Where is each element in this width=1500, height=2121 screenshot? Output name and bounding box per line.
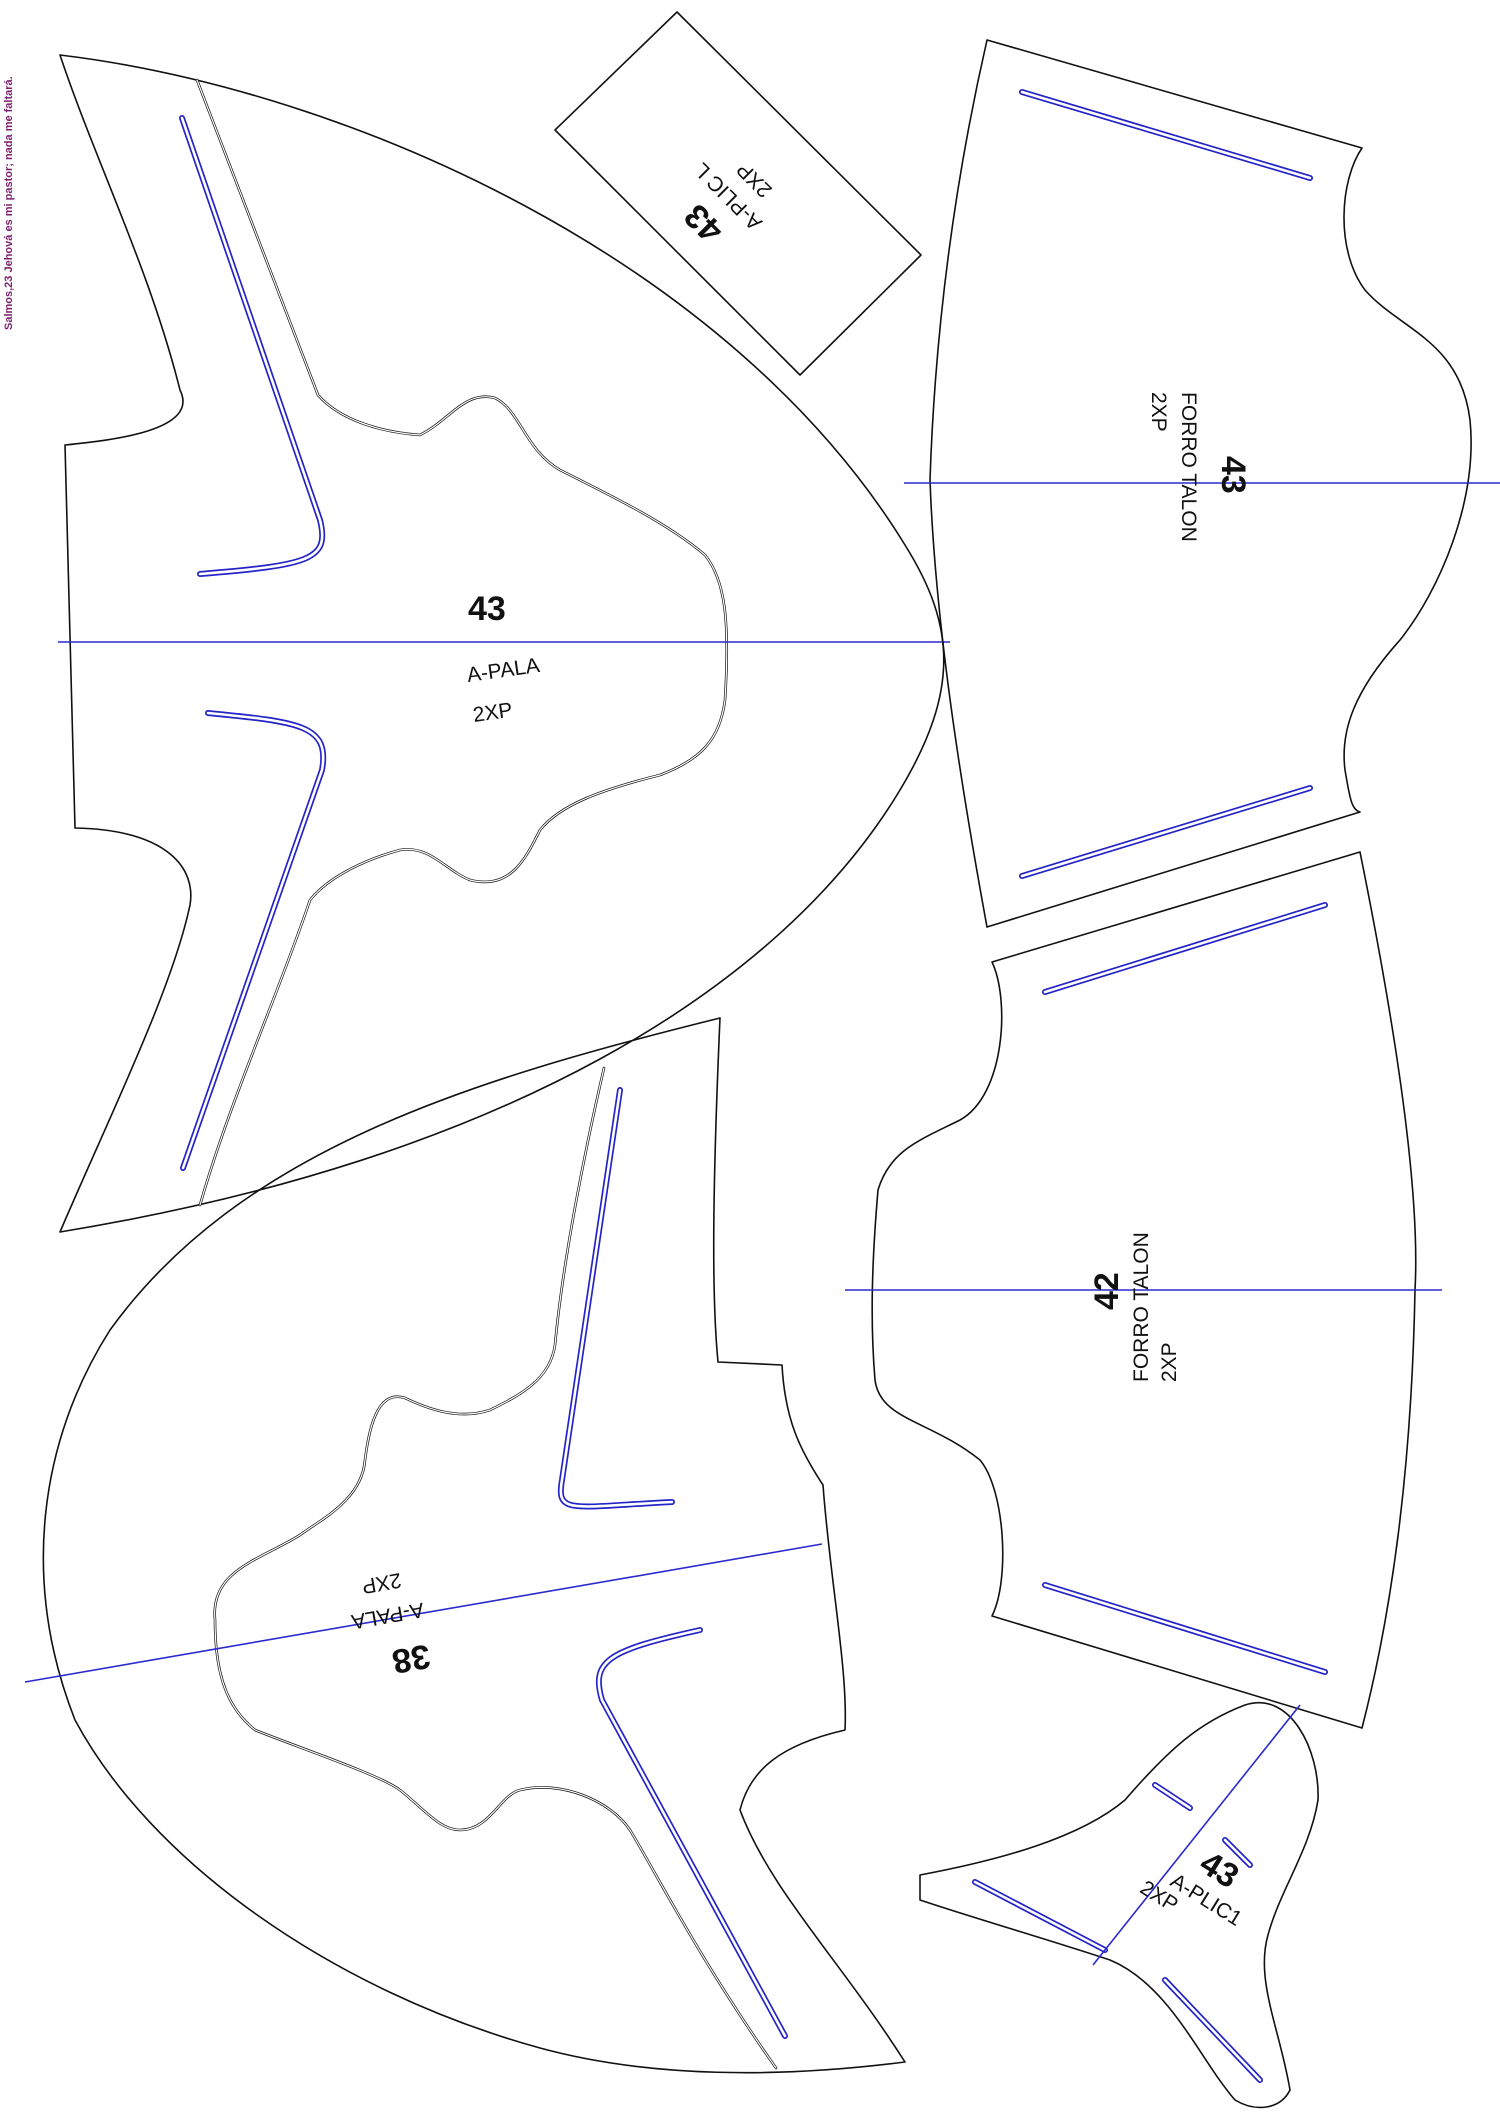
forro-talon-42-qty: 2XP: [1158, 1342, 1181, 1382]
forro-talon-43-name: FORRO TALON: [1177, 392, 1200, 542]
pala-38-size: 38: [389, 1636, 433, 1680]
forro-talon-42-name: FORRO TALON: [1130, 1232, 1153, 1382]
piece-pala-38: 38 A-PALA 2XP: [24, 1017, 906, 2074]
pala-38-outline: [42, 1017, 906, 2074]
aplic1-axis: [1092, 1704, 1301, 1966]
piece-pala-43: 43 A-PALA 2XP: [58, 54, 950, 1233]
forro-talon-42-size: 42: [1088, 1272, 1126, 1310]
pala-43-qty: 2XP: [471, 699, 514, 727]
forro-talon-43-outline: [929, 39, 1472, 928]
pala-43-stitch-top: [179, 115, 326, 577]
forro-talon-43-size: 43: [1214, 456, 1252, 494]
pala-38-name: A-PALA: [350, 1598, 426, 1633]
pala-38-groove: [213, 1066, 778, 2070]
pala-38-stitch-top: [557, 1087, 675, 1510]
forro-talon-43-qty: 2XP: [1147, 392, 1170, 432]
side-caption: Salmos,23 Jehová es mi pastor; nada me f…: [3, 76, 15, 330]
pala-38-axis: [24, 1543, 823, 1683]
forro-talon-42-outline: [871, 851, 1417, 1729]
pala-38-stitch-bottom: [595, 1627, 788, 2039]
pala-43-stitch-bottom: [180, 710, 327, 1171]
piece-forro-talon-42: 42 FORRO TALON 2XP: [845, 851, 1442, 1729]
pala-38-qty: 2XP: [360, 1568, 403, 1598]
aplic-l-outline: [554, 11, 922, 376]
pala-43-size: 43: [468, 590, 506, 628]
pala-43-name: A-PALA: [465, 654, 541, 687]
piece-aplic1-43: 43 A-PLIC1 2XP: [919, 1702, 1319, 2109]
piece-aplic-l-43: 43 A-PLIC L 2XP: [554, 11, 922, 376]
piece-forro-talon-43: 43 FORRO TALON 2XP: [904, 39, 1500, 928]
pala-43-outline: [59, 54, 945, 1233]
aplic1-43-outline: [919, 1702, 1319, 2109]
